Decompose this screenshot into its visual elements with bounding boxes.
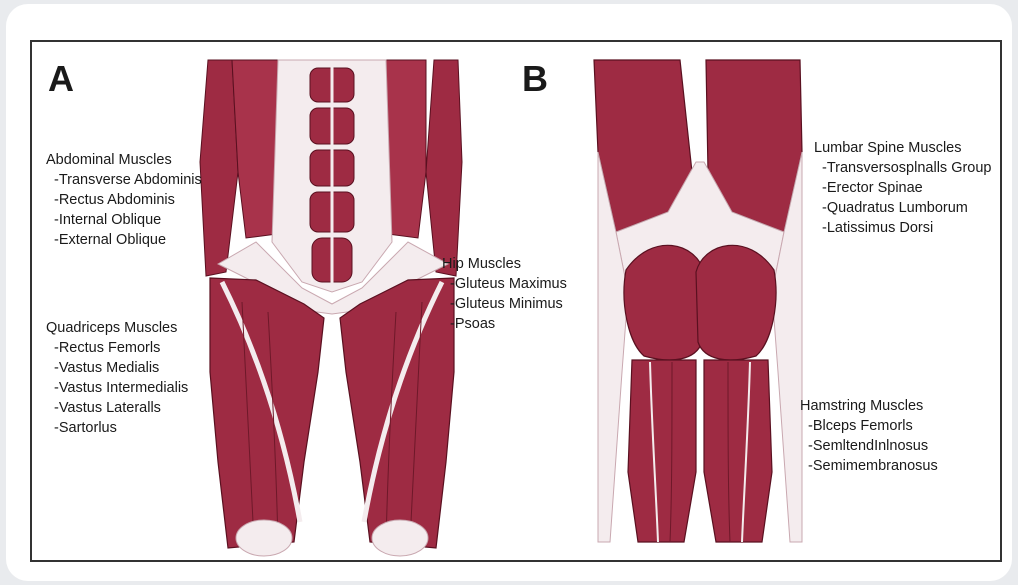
- muscle-item: -Quadratus Lumborum: [814, 198, 992, 218]
- muscle-item: -Transverse Abdominis: [46, 170, 202, 190]
- muscle-item: -Vastus Lateralls: [46, 398, 188, 418]
- muscle-item: -Vastus Medialis: [46, 358, 188, 378]
- hip-muscles-label: Hip Muscles -Gluteus Maximus -Gluteus Mi…: [442, 254, 567, 334]
- muscle-item: -SemltendInlnosus: [800, 436, 938, 456]
- right-thigh: [340, 278, 454, 548]
- hamstring-muscles-label: Hamstring Muscles -Blceps Femorls -Semlt…: [800, 396, 938, 476]
- panel-label-b: B: [522, 58, 548, 100]
- muscle-item: -Rectus Femorls: [46, 338, 188, 358]
- group-title: Quadriceps Muscles: [46, 318, 188, 338]
- group-title: Lumbar Spine Muscles: [814, 138, 992, 158]
- muscle-item: -Internal Oblique: [46, 210, 202, 230]
- hamstring-left: [628, 360, 696, 542]
- muscle-item: -Semimembranosus: [800, 456, 938, 476]
- muscle-item: -Erector Spinae: [814, 178, 992, 198]
- lumbar-spine-muscles-label: Lumbar Spine Muscles -Transversosplnalls…: [814, 138, 992, 238]
- quadriceps-muscles-label: Quadriceps Muscles -Rectus Femorls -Vast…: [46, 318, 188, 438]
- muscle-item: -Gluteus Minimus: [442, 294, 567, 314]
- gluteus-left: [624, 245, 704, 360]
- right-knee: [372, 520, 428, 556]
- muscle-item: -External Oblique: [46, 230, 202, 250]
- group-title: Hamstring Muscles: [800, 396, 938, 416]
- abdominal-muscles-label: Abdominal Muscles -Transverse Abdominis …: [46, 150, 202, 250]
- muscle-item: -Vastus Intermedialis: [46, 378, 188, 398]
- left-flank: [200, 60, 238, 276]
- anterior-muscle-figure: [200, 60, 462, 556]
- muscle-item: -Psoas: [442, 314, 567, 334]
- muscle-item: -Gluteus Maximus: [442, 274, 567, 294]
- panel-label-a: A: [48, 58, 74, 100]
- figure-frame: A B Abdominal Muscles -Transverse Abdomi…: [30, 40, 1002, 562]
- muscle-item: -Rectus Abdominis: [46, 190, 202, 210]
- posterior-muscle-figure: [594, 60, 802, 542]
- muscle-item: -Latissimus Dorsi: [814, 218, 992, 238]
- group-title: Abdominal Muscles: [46, 150, 202, 170]
- hamstring-right: [704, 360, 772, 542]
- left-thigh: [210, 278, 324, 548]
- group-title: Hip Muscles: [442, 254, 567, 274]
- gluteus-right: [696, 245, 776, 360]
- muscle-item: -Sartorlus: [46, 418, 188, 438]
- muscle-item: -Transversosplnalls Group: [814, 158, 992, 178]
- figure-card: A B Abdominal Muscles -Transverse Abdomi…: [6, 4, 1012, 581]
- left-knee: [236, 520, 292, 556]
- right-flank: [426, 60, 462, 276]
- muscle-item: -Blceps Femorls: [800, 416, 938, 436]
